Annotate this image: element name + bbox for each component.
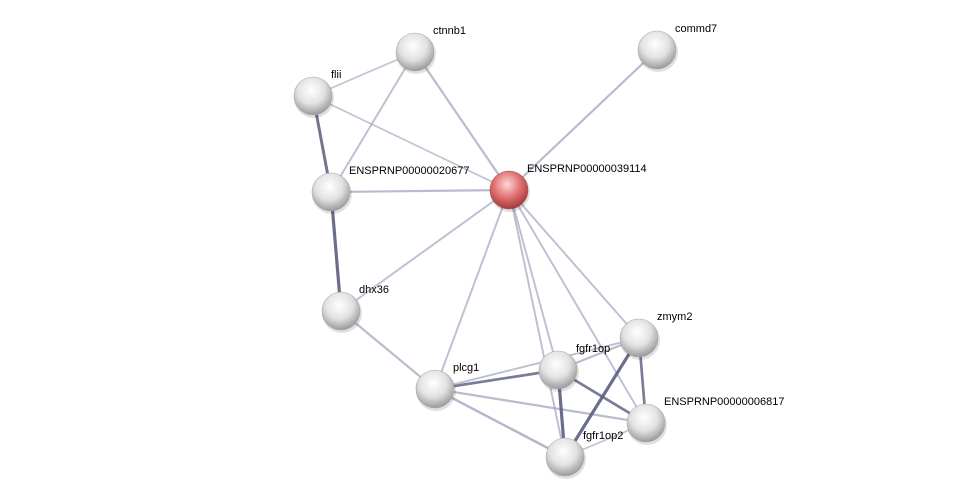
node-label: fgfr1op <box>576 343 610 355</box>
node-label: fgfr1op2 <box>583 430 623 442</box>
node-sphere[interactable] <box>538 350 578 390</box>
node-sphere[interactable] <box>545 437 585 477</box>
edge-e39114-fgfr1op2[interactable] <box>508 189 566 458</box>
node-fgfr1op[interactable]: fgfr1op <box>538 343 610 392</box>
node-label: flii <box>331 69 341 81</box>
node-flii[interactable]: flii <box>293 69 341 118</box>
node-sphere[interactable] <box>626 403 666 443</box>
node-label: dhx36 <box>359 284 389 296</box>
edge-e20677-dhx36[interactable] <box>329 191 343 312</box>
node-fgfr1op2[interactable]: fgfr1op2 <box>545 430 623 479</box>
node-sphere[interactable] <box>619 318 659 358</box>
edge-plcg1-fgfr1op2[interactable] <box>434 387 566 459</box>
node-e39114[interactable]: ENSPRNP00000039114 <box>489 163 647 212</box>
edge-e39114-plcg1[interactable] <box>434 189 510 390</box>
node-zmym2[interactable]: zmym2 <box>619 311 692 360</box>
node-sphere[interactable] <box>311 172 351 212</box>
edge-ctnnb1-e39114[interactable] <box>414 51 510 191</box>
edge-e39114-zmym2[interactable] <box>508 189 640 339</box>
edge-zmym2-fgfr1op2[interactable] <box>563 337 641 458</box>
edge-plcg1-fgfr1op[interactable] <box>434 368 559 391</box>
edge-e39114-fgfr1op[interactable] <box>508 189 559 371</box>
node-plcg1[interactable]: plcg1 <box>415 362 479 411</box>
edge-dhx36-e39114[interactable] <box>340 189 510 312</box>
node-label: plcg1 <box>453 362 479 374</box>
node-label: ENSPRNP00000006817 <box>664 396 784 408</box>
node-sphere[interactable] <box>637 30 677 70</box>
edge-plcg1-e06817[interactable] <box>434 387 647 425</box>
node-e06817[interactable]: ENSPRNP00000006817 <box>626 396 784 445</box>
node-sphere[interactable] <box>321 291 361 331</box>
node-sphere[interactable] <box>415 369 455 409</box>
node-label: commd7 <box>675 23 717 35</box>
node-label: ctnnb1 <box>433 25 466 37</box>
node-label: ENSPRNP00000020677 <box>349 165 469 177</box>
edges-layer <box>311 49 658 459</box>
node-commd7[interactable]: commd7 <box>637 23 717 72</box>
edge-flii-e39114[interactable] <box>312 95 510 191</box>
node-e20677[interactable]: ENSPRNP00000020677 <box>311 165 469 214</box>
node-ctnnb1[interactable]: ctnnb1 <box>395 25 466 74</box>
edge-dhx36-plcg1[interactable] <box>340 310 436 390</box>
edge-commd7-e39114[interactable] <box>508 49 658 191</box>
node-sphere[interactable] <box>489 170 529 210</box>
edge-plcg1-zmym2[interactable] <box>434 337 640 390</box>
edge-e39114-e06817[interactable] <box>508 189 647 424</box>
node-label: ENSPRNP00000039114 <box>527 163 647 175</box>
edge-ctnnb1-e20677[interactable] <box>330 51 416 193</box>
node-sphere[interactable] <box>395 32 435 72</box>
edge-e20677-e39114[interactable] <box>330 188 510 194</box>
node-dhx36[interactable]: dhx36 <box>321 284 389 333</box>
node-sphere[interactable] <box>293 76 333 116</box>
node-label: zmym2 <box>657 311 692 323</box>
